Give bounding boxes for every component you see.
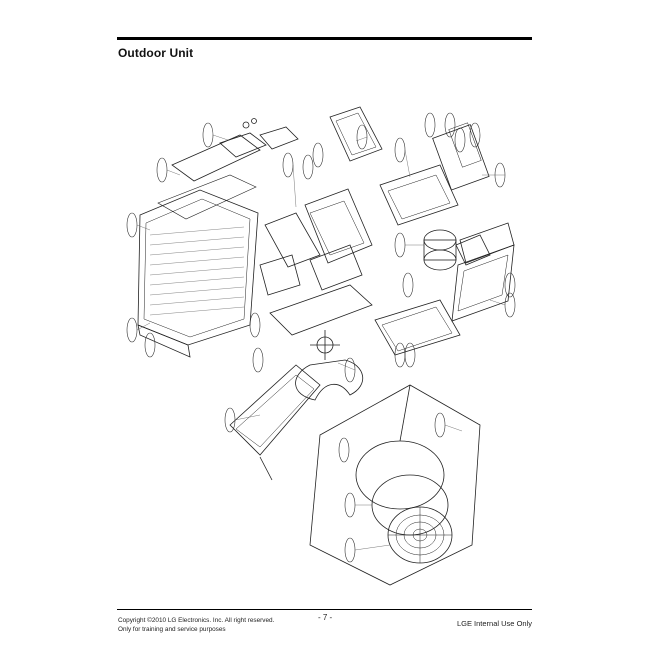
condenser-coil <box>137 189 259 358</box>
fan-grille <box>387 506 453 564</box>
footer-internal-note: LGE Internal Use Only <box>456 619 532 628</box>
top-bracket <box>219 118 299 158</box>
electrical-box <box>379 122 490 226</box>
side-panel <box>451 222 515 322</box>
page-title: Outdoor Unit <box>118 46 194 60</box>
base-pan <box>269 284 461 356</box>
page-number: - 7 - <box>318 613 333 622</box>
orifice-ring <box>371 474 449 536</box>
front-panel-left <box>229 364 321 481</box>
control-box <box>259 188 373 296</box>
header-rule <box>117 37 532 40</box>
footer-copyright: Copyright ©2010 LG Electronics. Inc. All… <box>118 617 275 624</box>
top-cover <box>329 106 383 162</box>
rear-grille <box>157 134 261 220</box>
footer-rule <box>117 609 532 610</box>
exploded-view-diagram <box>126 106 516 586</box>
fan-motor <box>310 330 340 360</box>
footer-usage-note: Only for training and service purposes <box>118 626 226 633</box>
front-cabinet <box>309 384 481 586</box>
compressor <box>423 229 491 271</box>
fan-propeller <box>295 359 363 401</box>
footer-copyright-block: Copyright ©2010 LG Electronics. Inc. All… <box>118 616 274 634</box>
